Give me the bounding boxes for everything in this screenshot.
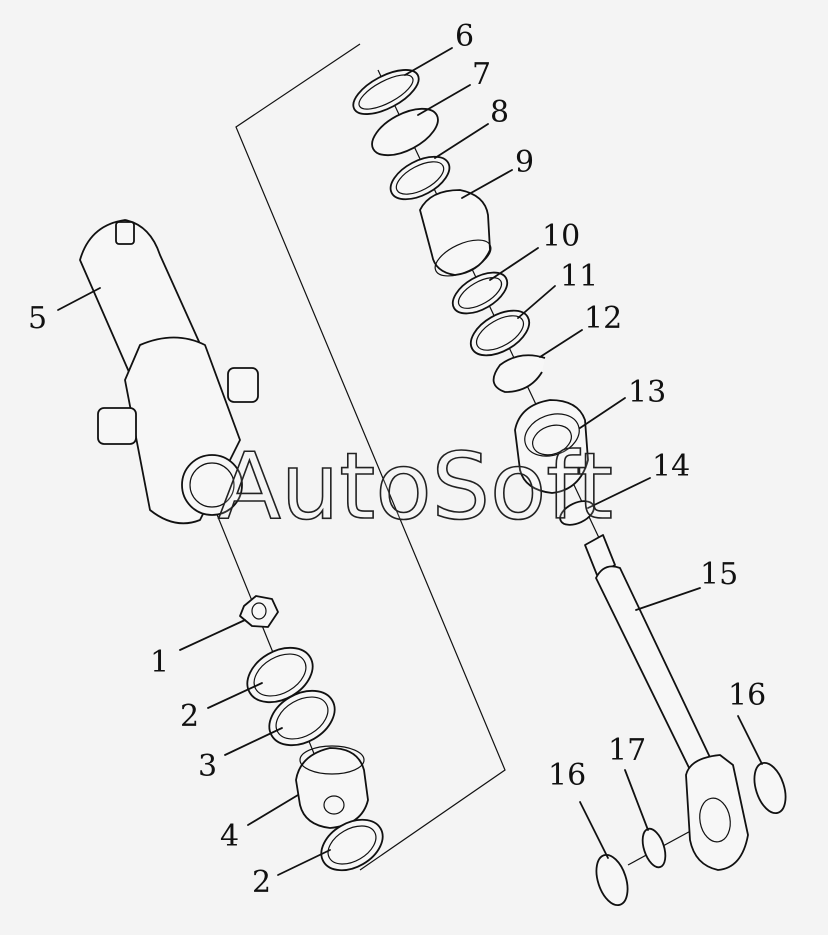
callout-6: 6 [455,19,474,54]
nut [239,595,279,628]
ring-11 [469,309,531,357]
callout-17: 17 [608,733,646,768]
cylinder-barrel [79,219,259,525]
circlip-16-right [753,761,787,815]
piston [295,745,369,829]
callout-3: 3 [198,749,217,784]
callout-16-right: 16 [728,678,766,713]
piston-head [514,399,589,494]
piston-rod [584,534,717,783]
callout-12: 12 [584,301,622,336]
callout-2-upper: 2 [180,699,199,734]
callout-13: 13 [628,375,666,410]
callout-15: 15 [700,557,738,592]
callout-8: 8 [490,95,509,130]
callout-11: 11 [560,259,598,294]
callout-4: 4 [220,819,239,854]
seal-ring-2-lower [320,818,384,872]
callout-9: 9 [515,145,534,180]
guide-bushing [419,189,492,277]
snap-ring-12 [492,354,546,393]
ring-7 [371,107,439,157]
ring-6 [352,69,420,115]
watermark: AutoSoft [218,433,613,540]
leader-lines [57,47,763,876]
ring-10 [451,271,509,315]
callout-10: 10 [542,219,580,254]
callout-1: 1 [150,645,169,680]
rod-eye [685,754,749,871]
washer-17 [641,827,667,869]
callout-16-left: 16 [548,758,586,793]
ring-8 [389,155,451,201]
assembly-bracket [235,43,506,871]
seal-ring-3 [268,689,336,747]
callout-5: 5 [28,301,47,336]
callout-2-lower: 2 [252,865,271,900]
circlip-16-left [595,853,629,907]
callout-7: 7 [472,57,491,92]
callout-14: 14 [652,449,690,484]
